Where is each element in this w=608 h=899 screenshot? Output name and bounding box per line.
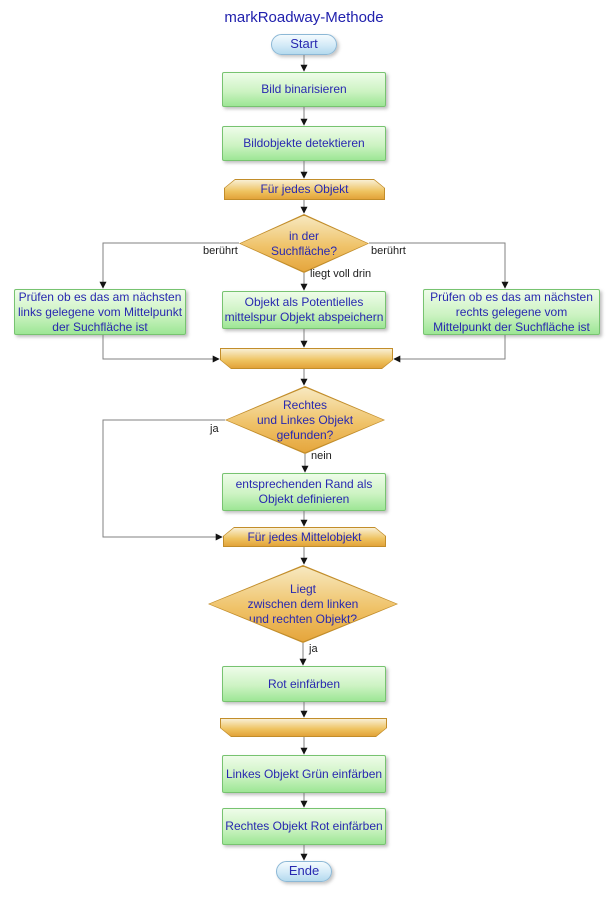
- edge-decision1-right: [369, 242, 509, 289]
- edge-label-beruehrt-left: berührt: [203, 245, 238, 257]
- start-node-label: Start: [290, 36, 318, 52]
- process-bildobjekte-detektieren: Bildobjekte detektieren: [222, 126, 386, 161]
- process-rechtes-rot: Rechtes Objekt Rot einfärben: [222, 808, 386, 845]
- edge-label-ja-between: ja: [309, 643, 318, 655]
- loop-end-objekt: [220, 348, 393, 369]
- process-linkes-gruen-label: Linkes Objekt Grün einfärben: [225, 766, 383, 781]
- edge-leftbox-to-merge: [102, 335, 220, 363]
- decision-liegt-zwischen-label: Liegt zwischen dem linken und rechten Ob…: [247, 581, 359, 626]
- edge-rightbox-to-merge: [393, 335, 506, 363]
- loop-fuer-jedes-objekt-label: Für jedes Objekt: [260, 182, 349, 196]
- process-objekt-abspeichern: Objekt als Potentielles mittelspur Objek…: [222, 291, 386, 329]
- edge-label-ja-found: ja: [210, 423, 219, 435]
- loop-fuer-jedes-objekt: Für jedes Objekt: [224, 179, 385, 200]
- process-pruefen-links: Prüfen ob es das am nächsten links geleg…: [14, 289, 186, 335]
- flowchart-title: markRoadway-Methode: [224, 9, 384, 26]
- loop-fuer-jedes-objekt-bg: Für jedes Objekt: [225, 180, 384, 199]
- edge-label-liegt-voll-drin: liegt voll drin: [310, 268, 372, 280]
- process-bildobjekte-detektieren-label: Bildobjekte detektieren: [243, 136, 365, 150]
- loop-fuer-jedes-mittelobjekt-label: Für jedes Mittelobjekt: [247, 529, 362, 544]
- process-rechtes-rot-label: Rechtes Objekt Rot einfärben: [225, 819, 383, 833]
- decision-objekte-gefunden-label: Rechtes und Linkes Objekt gefunden?: [256, 397, 354, 442]
- loop-end-objekt-bg: [221, 349, 392, 368]
- loop-end-mittelobjekt-bg: [221, 719, 386, 736]
- end-node: Ende: [276, 861, 332, 882]
- loop-end-mittelobjekt: [220, 718, 387, 737]
- edge-label-nein-found: nein: [311, 450, 332, 462]
- process-pruefen-rechts-label: Prüfen ob es das am nächsten rechts gele…: [430, 289, 593, 334]
- edge-decision2-ja: [102, 419, 225, 541]
- end-node-label: Ende: [288, 863, 320, 879]
- process-rand-definieren-label: entsprechenden Rand als Objekt definiere…: [235, 477, 373, 506]
- decision-in-der-suchflaeche-label: in der Suchfläche?: [270, 228, 338, 258]
- edge-decision1-left: [99, 242, 239, 289]
- edge-label-beruehrt-right: berührt: [371, 245, 406, 257]
- process-rot-einfaerben-label: Rot einfärben: [267, 676, 341, 691]
- loop-fuer-jedes-mittelobjekt: Für jedes Mittelobjekt: [223, 527, 386, 547]
- start-node: Start: [271, 34, 337, 55]
- process-pruefen-links-label: Prüfen ob es das am nächsten links geleg…: [17, 289, 183, 334]
- process-linkes-gruen: Linkes Objekt Grün einfärben: [222, 755, 386, 793]
- process-rand-definieren: entsprechenden Rand als Objekt definiere…: [222, 473, 386, 511]
- process-objekt-abspeichern-label: Objekt als Potentielles mittelspur Objek…: [224, 295, 384, 324]
- loop-fuer-jedes-mittelobjekt-bg: Für jedes Mittelobjekt: [224, 528, 385, 546]
- process-rot-einfaerben: Rot einfärben: [222, 666, 386, 702]
- process-bild-binarisieren-label: Bild binarisieren: [261, 82, 347, 96]
- process-pruefen-rechts: Prüfen ob es das am nächsten rechts gele…: [423, 289, 600, 335]
- process-bild-binarisieren: Bild binarisieren: [222, 72, 386, 107]
